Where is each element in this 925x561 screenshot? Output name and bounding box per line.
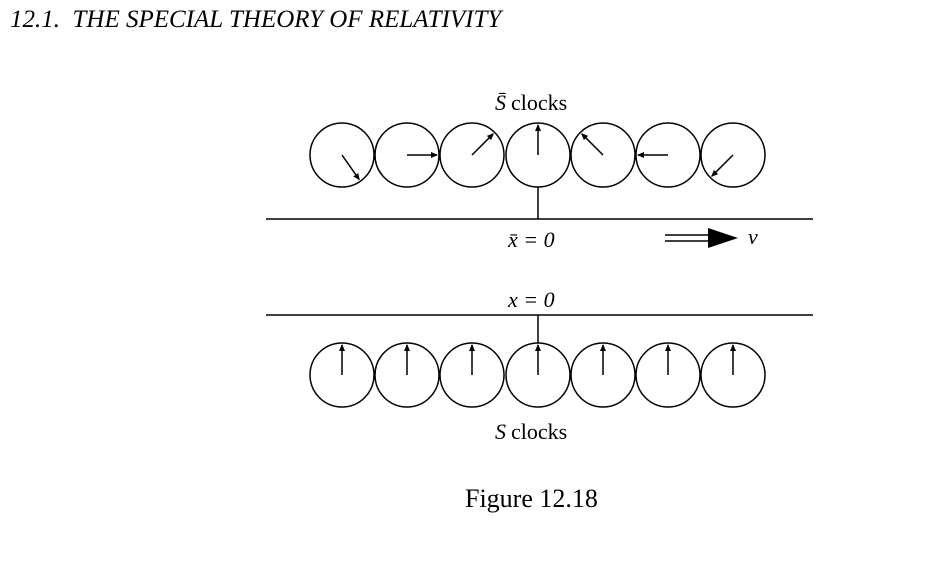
rest-clock-row [309,342,766,408]
moving-clock-hand [581,133,604,156]
section-header: 12.1. THE SPECIAL THEORY OF RELATIVITY [10,6,501,34]
moving-clock-face [374,122,440,188]
figure-caption: Figure 12.18 [465,484,598,513]
moving-origin-label: x̄ = 0 [507,227,555,252]
moving-clock-face [439,122,505,188]
moving-clock-hand [341,154,360,181]
rest-origin-label: x = 0 [507,287,555,312]
section-number: 12.1. [10,6,60,33]
moving-clock-hand [711,154,734,177]
velocity-label: v [748,224,758,249]
moving-clock-face [309,122,375,188]
rest-clock-face [635,342,701,408]
moving-clock-row [309,122,766,188]
rest-clock-face [700,342,766,408]
rest-clock-face [374,342,440,408]
moving-clock-face [570,122,636,188]
rest-clock-face [309,342,375,408]
moving-clock-face [700,122,766,188]
section-title: THE SPECIAL THEORY OF RELATIVITY [72,6,502,33]
moving-clock-face [635,122,701,188]
moving-clocks-label: S̄clocks [495,90,567,115]
rest-clock-face [439,342,505,408]
moving-clock-hand [471,133,494,156]
rest-clock-face [570,342,636,408]
rest-clock-face [505,342,571,408]
velocity-arrow-icon [665,228,738,248]
